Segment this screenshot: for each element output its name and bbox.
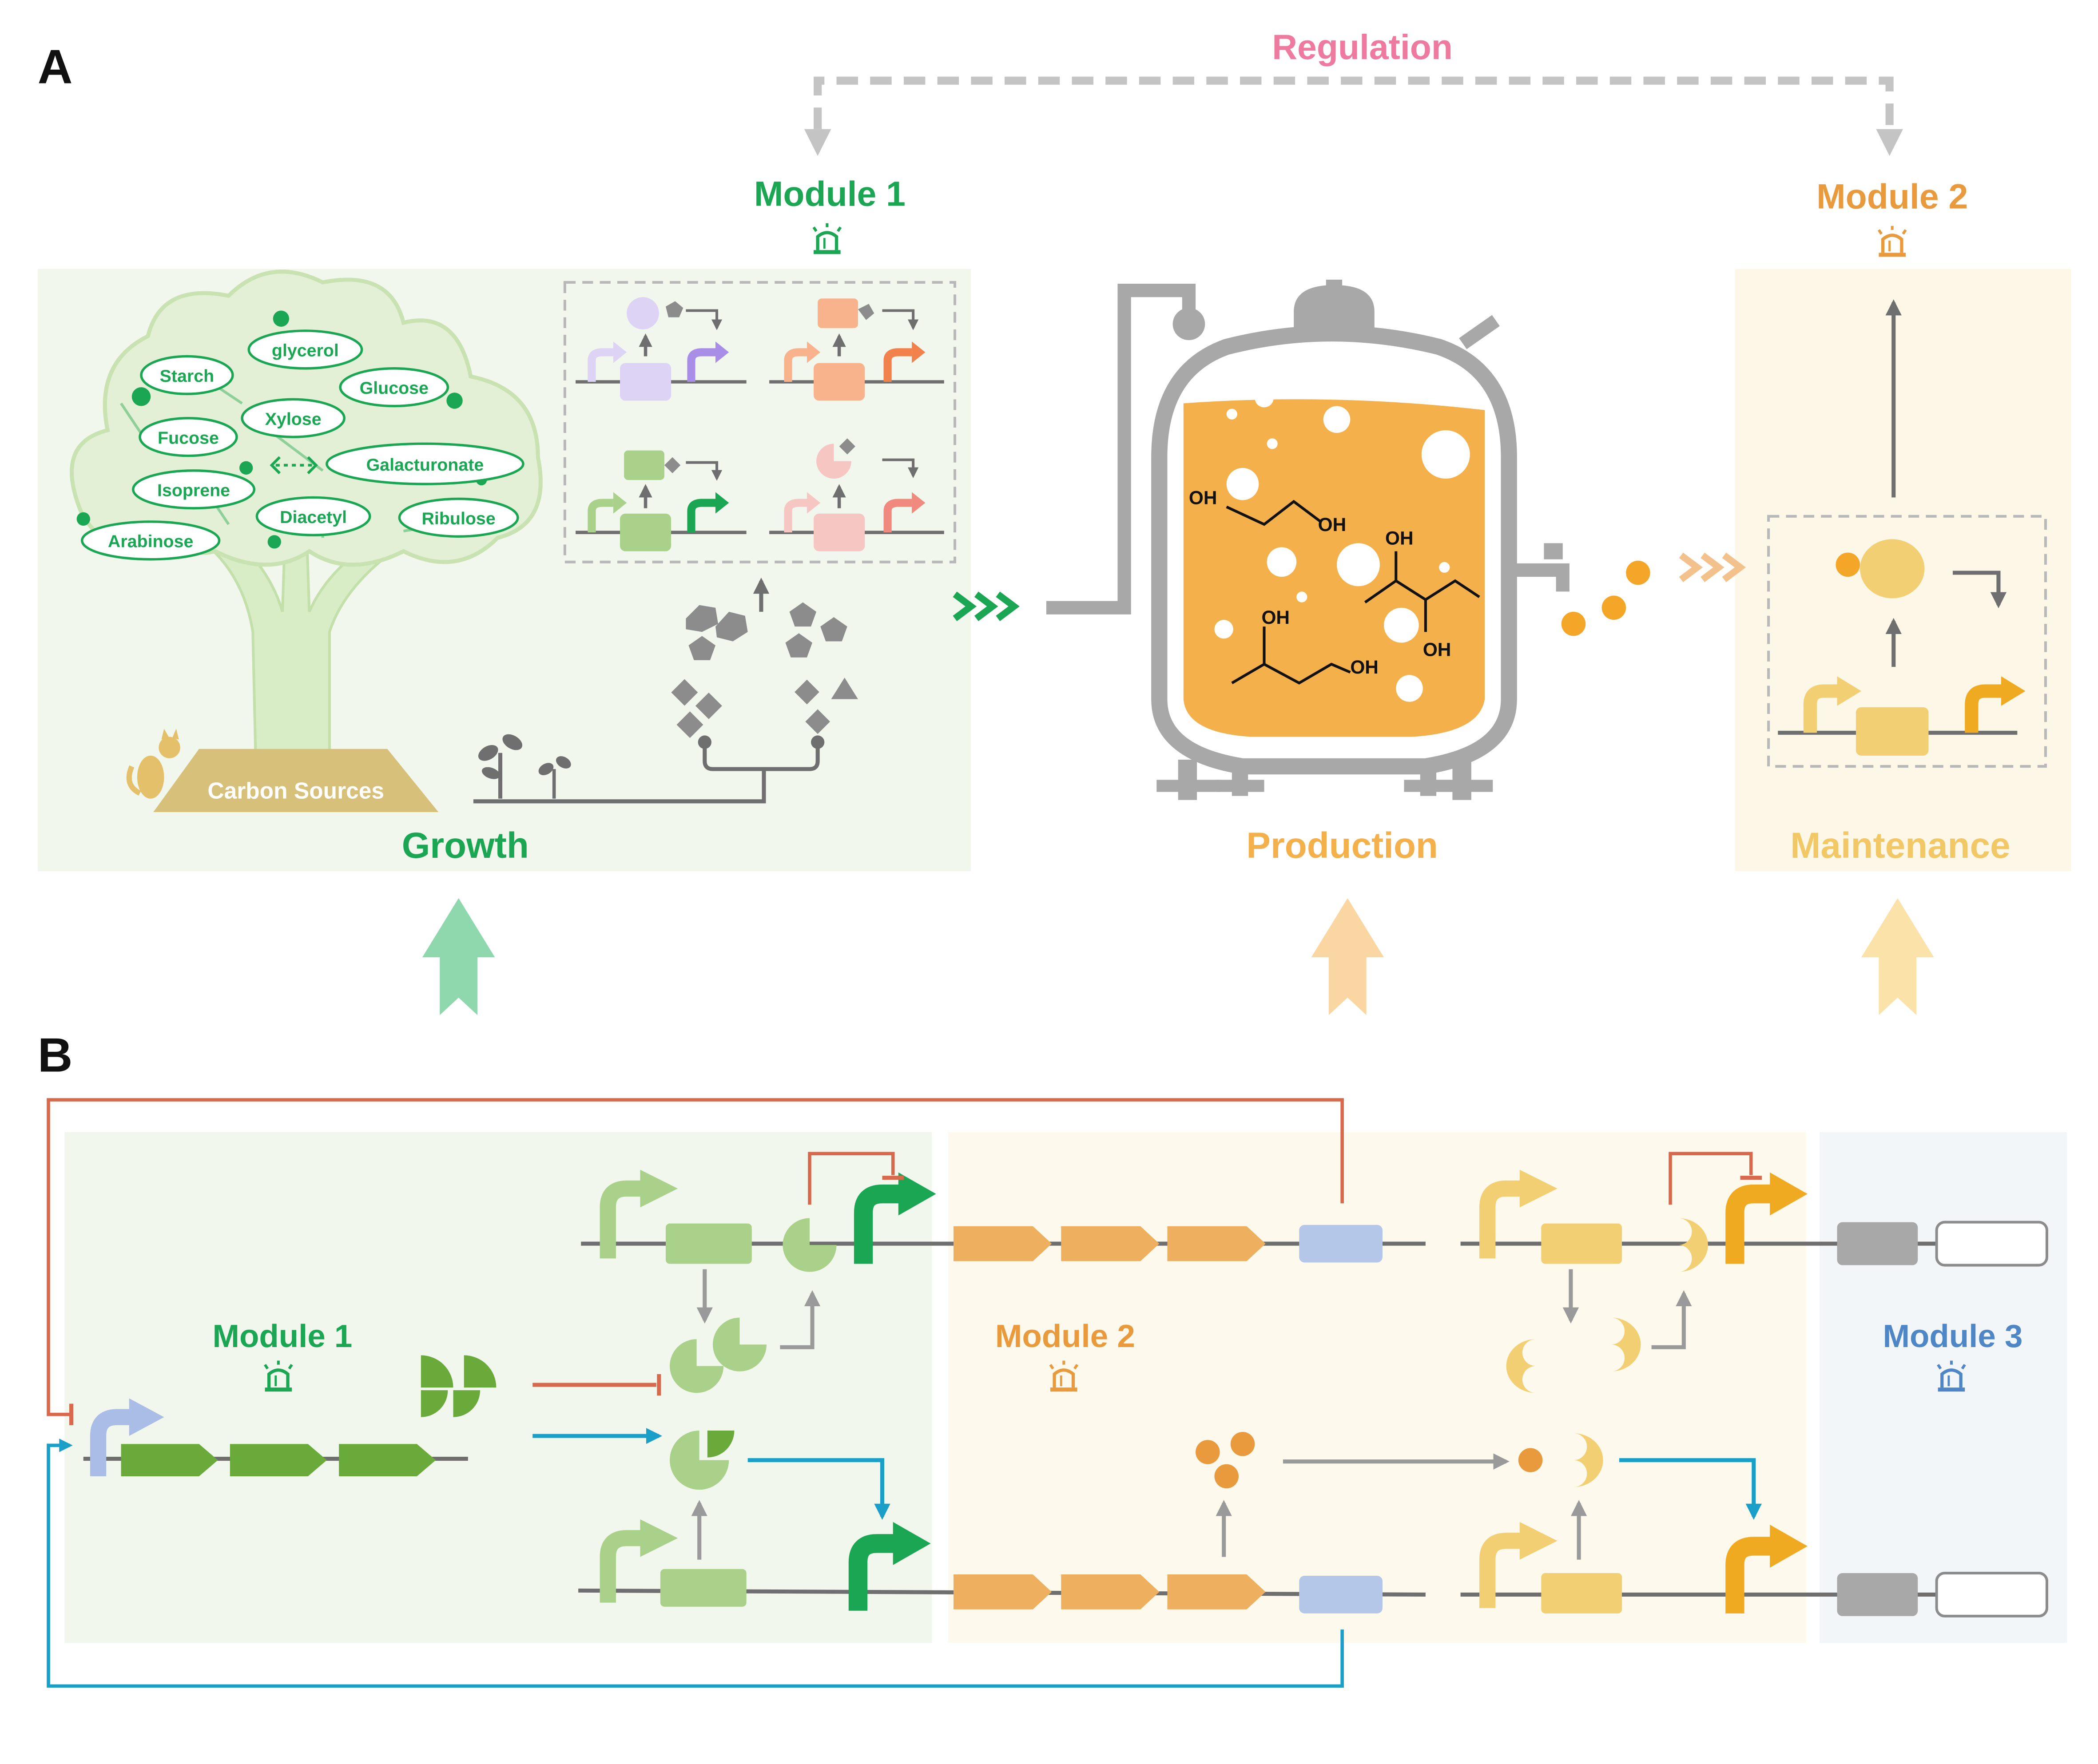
- sensor-pink: [769, 438, 944, 551]
- module3-label-b: Module 3: [1883, 1318, 2023, 1354]
- sensor-yellow: [1778, 539, 2026, 756]
- substrate-ellipses: [80, 329, 524, 561]
- regulation-bracket: [804, 76, 1903, 156]
- substrate-label: Ribulose: [422, 509, 496, 528]
- module1-operon: [83, 1398, 468, 1476]
- substrate-label: Xylose: [265, 409, 322, 429]
- substrate-ellipse: [140, 355, 234, 395]
- regulation-label: Regulation: [1272, 28, 1453, 67]
- substrate-ellipse: [398, 497, 519, 538]
- up-arrow-maintenance: [1861, 898, 1934, 1015]
- molecule-label: OH: [1350, 657, 1379, 678]
- growth-label: Growth: [402, 825, 529, 866]
- module2-label-a: Module 2: [1816, 177, 1968, 216]
- maintenance-label: Maintenance: [1790, 825, 2010, 866]
- substrate-ellipse: [132, 469, 256, 510]
- substrate-label: Starch: [160, 366, 215, 386]
- cat-icon: [126, 729, 180, 799]
- module1-label-b: Module 1: [212, 1318, 352, 1354]
- bubbles: [1214, 388, 1470, 702]
- seedling-icon: [478, 734, 571, 799]
- carbon-sources-base: [153, 749, 439, 813]
- up-arrow-growth: [422, 898, 495, 1015]
- panel-a-label: A: [38, 40, 73, 94]
- module1-label-a: Module 1: [754, 174, 906, 213]
- sensor-orange: [769, 298, 944, 401]
- substrate-label: Diacetyl: [280, 507, 347, 527]
- molecule-label: OH: [1385, 527, 1414, 548]
- substrate-label: Galacturonate: [366, 455, 484, 475]
- molecule-label: OH: [1189, 488, 1217, 508]
- activation-loop: [47, 1439, 1344, 1688]
- arrowhead: [270, 456, 318, 475]
- module2-label-b: Module 2: [995, 1318, 1135, 1354]
- connector-dot: [698, 735, 711, 749]
- sensor-green: [576, 450, 747, 551]
- molecule-label: OH: [1423, 639, 1451, 660]
- substrate-label: Arabinose: [108, 531, 193, 551]
- sensor-purple: [576, 297, 747, 401]
- substrate-ellipse: [255, 496, 371, 536]
- module1-middle: [670, 1269, 890, 1560]
- up-arrow-production: [1311, 898, 1384, 1015]
- alarm-icon: [814, 223, 841, 254]
- panel-b-label: B: [38, 1028, 73, 1082]
- molecule-label: OH: [1261, 607, 1290, 628]
- module2-middle: [1196, 1269, 1762, 1560]
- carbon-sources-label: Carbon Sources: [207, 778, 384, 804]
- growth-connector: [473, 742, 820, 804]
- substrate-label: Isoprene: [157, 480, 230, 500]
- sensor-box: [563, 281, 957, 563]
- ligand-quarters: [421, 1355, 497, 1417]
- molecule-label: OH: [1318, 514, 1347, 535]
- bioreactor-icon: [1046, 279, 1570, 800]
- substrate-label: glycerol: [272, 341, 339, 360]
- module1-region: [64, 1132, 932, 1643]
- repression-loop: [47, 1098, 1344, 1416]
- substrate-ellipse: [241, 398, 346, 438]
- connector-dot: [811, 735, 825, 749]
- substrate-ellipse: [247, 329, 363, 370]
- circuit-bottom: [578, 1519, 2048, 1617]
- circuit-top: [581, 1152, 2048, 1272]
- chevrons-orange: [1679, 552, 1746, 583]
- alarm-icon: [1879, 226, 1906, 257]
- substrate-ellipse: [339, 367, 449, 408]
- production-label: Production: [1246, 825, 1438, 866]
- substrate-ellipse: [139, 417, 238, 457]
- module2-region: [948, 1132, 1806, 1643]
- substrate-ellipse: [326, 442, 524, 485]
- product-drops: [1561, 560, 1650, 636]
- substrate-label: Glucose: [360, 378, 429, 398]
- maintenance-sensor-box: [1767, 515, 2047, 768]
- substrate-ellipse: [80, 520, 221, 561]
- substrate-label: Fucose: [158, 428, 219, 448]
- ligand-shapes: [671, 602, 858, 738]
- chevrons-green: [953, 591, 1020, 622]
- molecule-structures: [1226, 499, 1480, 685]
